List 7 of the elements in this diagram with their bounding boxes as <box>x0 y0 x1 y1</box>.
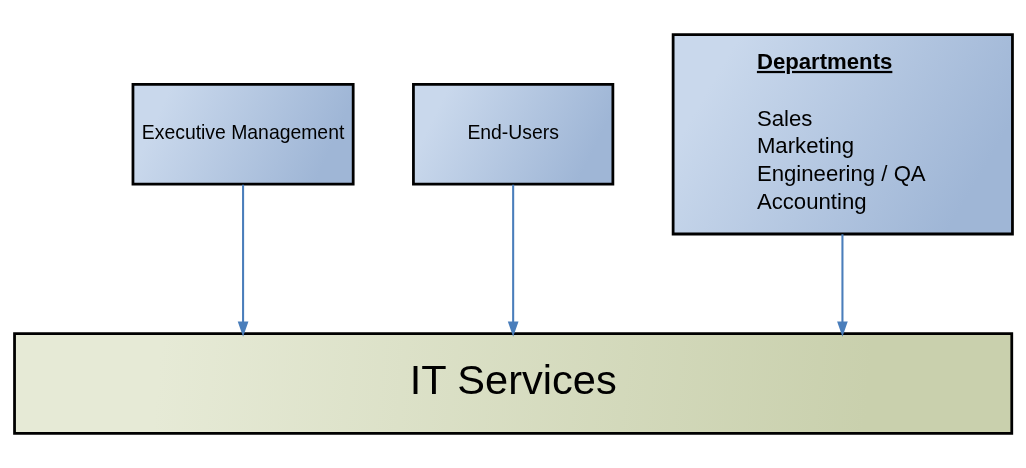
arrow <box>507 184 518 337</box>
node-box: Executive Management <box>131 83 355 186</box>
node-box: IT Services <box>12 332 1013 435</box>
arrow <box>836 234 848 337</box>
node-box: End-Users <box>411 83 614 186</box>
node-box: Departments Sales Marketing Engineering / QA Accounting <box>671 33 1014 236</box>
arrow <box>237 184 248 337</box>
